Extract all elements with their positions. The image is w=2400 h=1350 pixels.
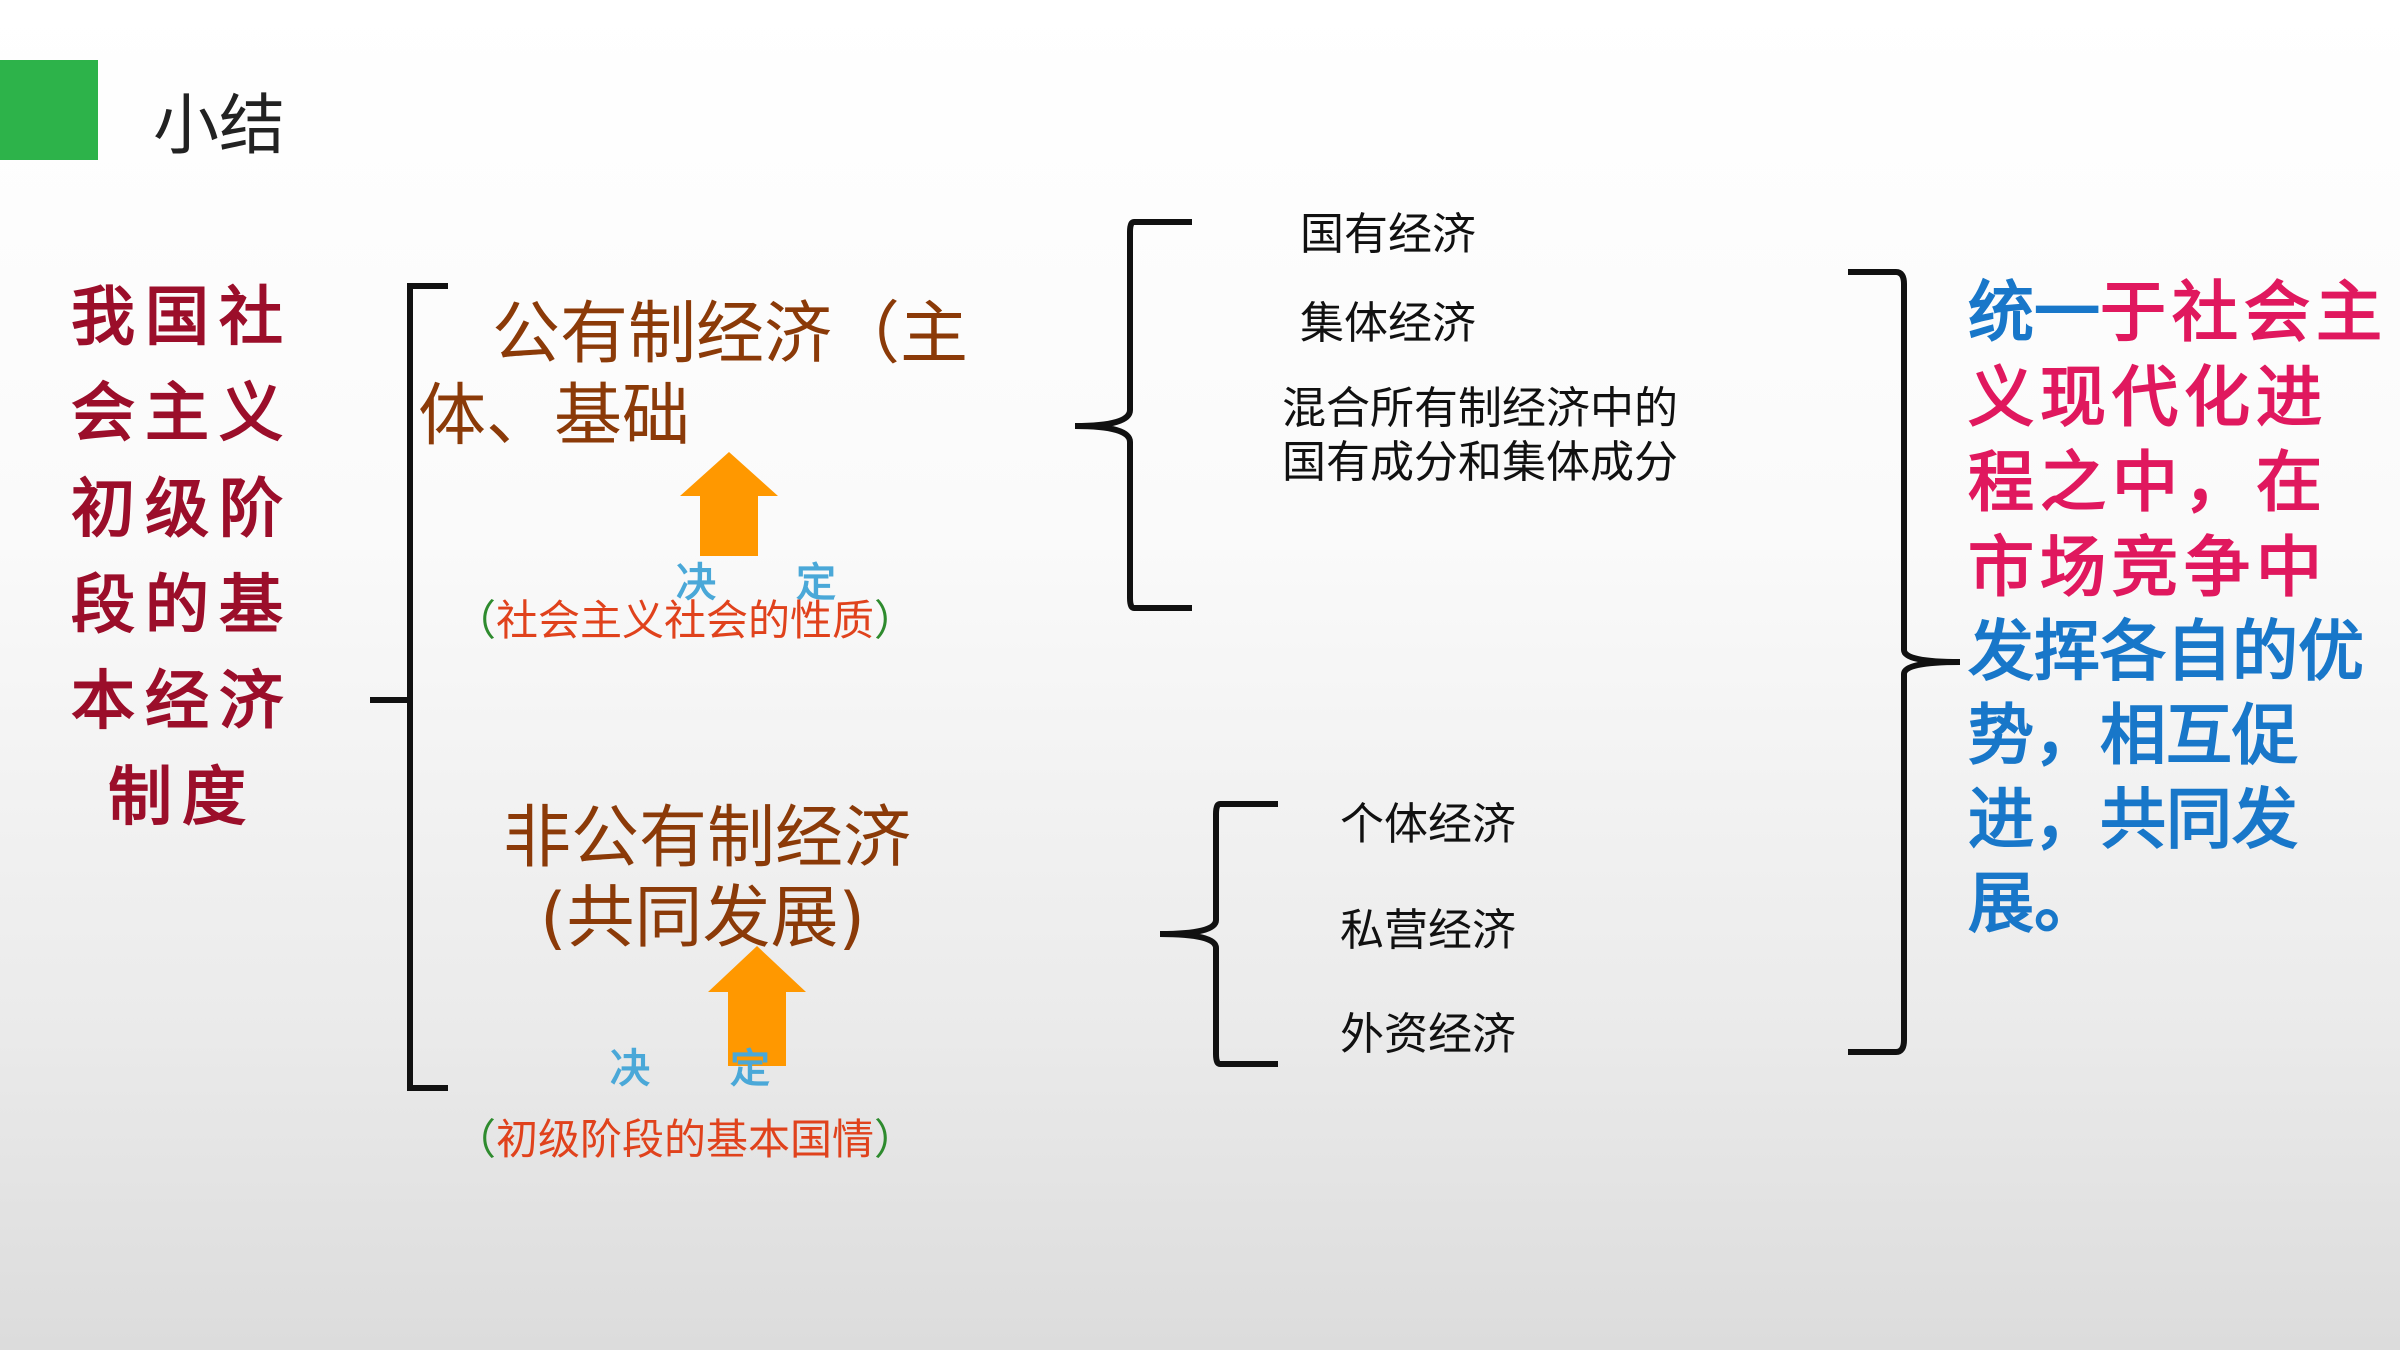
page-title: 小结 — [153, 87, 285, 164]
nonpublic-item-2: 私营经济 — [1340, 905, 1516, 956]
reason-close-paren: ） — [874, 596, 917, 645]
conclusion-text: 统一于社会主义现代化进程之中，在市场竞争中发挥各自的优势，相互促进，共同发展。 — [1968, 270, 2388, 946]
public-item-2: 集体经济 — [1300, 298, 1476, 349]
public-title-line1: 公有制经济（主 — [492, 295, 969, 374]
nonpublic-decide-1: 决 — [610, 1046, 650, 1092]
conclusion-part1: 统一 — [1968, 274, 2100, 351]
nonpublic-title-line2: (共同发展) — [540, 879, 866, 958]
title-accent-block — [0, 60, 98, 160]
reason-open-paren: （ — [454, 596, 497, 645]
public-reason: （社会主义社会的性质） — [454, 587, 916, 648]
public-title-line2: 体、基础 — [418, 377, 691, 456]
nonpublic-decide-2: 定 — [730, 1046, 770, 1092]
arrow-up-icon-public — [680, 452, 778, 556]
nonpublic-item-3: 外资经济 — [1340, 1009, 1516, 1060]
public-decide-1: 决 — [676, 560, 716, 606]
conclusion-part2: 于社会主义现代化进程之中，在市场竞争中 — [1968, 273, 2388, 606]
nonpublic-reason-text: 初级阶段的基本国情 — [496, 1115, 875, 1164]
nonpublic-title-line1: 非公有制经济 — [503, 799, 912, 878]
nonpublic-items-brace — [1159, 801, 1278, 1067]
public-item-1: 国有经济 — [1300, 209, 1476, 260]
public-items-brace — [1074, 219, 1192, 611]
reason-close-paren: ） — [874, 1115, 917, 1164]
public-item-3-line1: 混合所有制经济中的 — [1282, 383, 1678, 434]
conclusion-part3: 发挥各自的优势，相互促进，共同发展。 — [1968, 613, 2364, 942]
conclusion-brace — [1848, 269, 1961, 1055]
public-decide-2: 定 — [796, 560, 836, 606]
nonpublic-item-1: 个体经济 — [1340, 799, 1516, 850]
public-item-3-line2: 国有成分和集体成分 — [1282, 437, 1678, 488]
main-brace — [370, 283, 448, 1091]
arrow-up-icon-nonpublic — [708, 946, 806, 1066]
left-main-title: 我国社会主义初级阶段的基本经济制度 — [71, 280, 293, 835]
public-reason-text: 社会主义社会的性质 — [496, 596, 875, 645]
nonpublic-reason: （初级阶段的基本国情） — [454, 1106, 916, 1167]
reason-open-paren: （ — [454, 1115, 497, 1164]
